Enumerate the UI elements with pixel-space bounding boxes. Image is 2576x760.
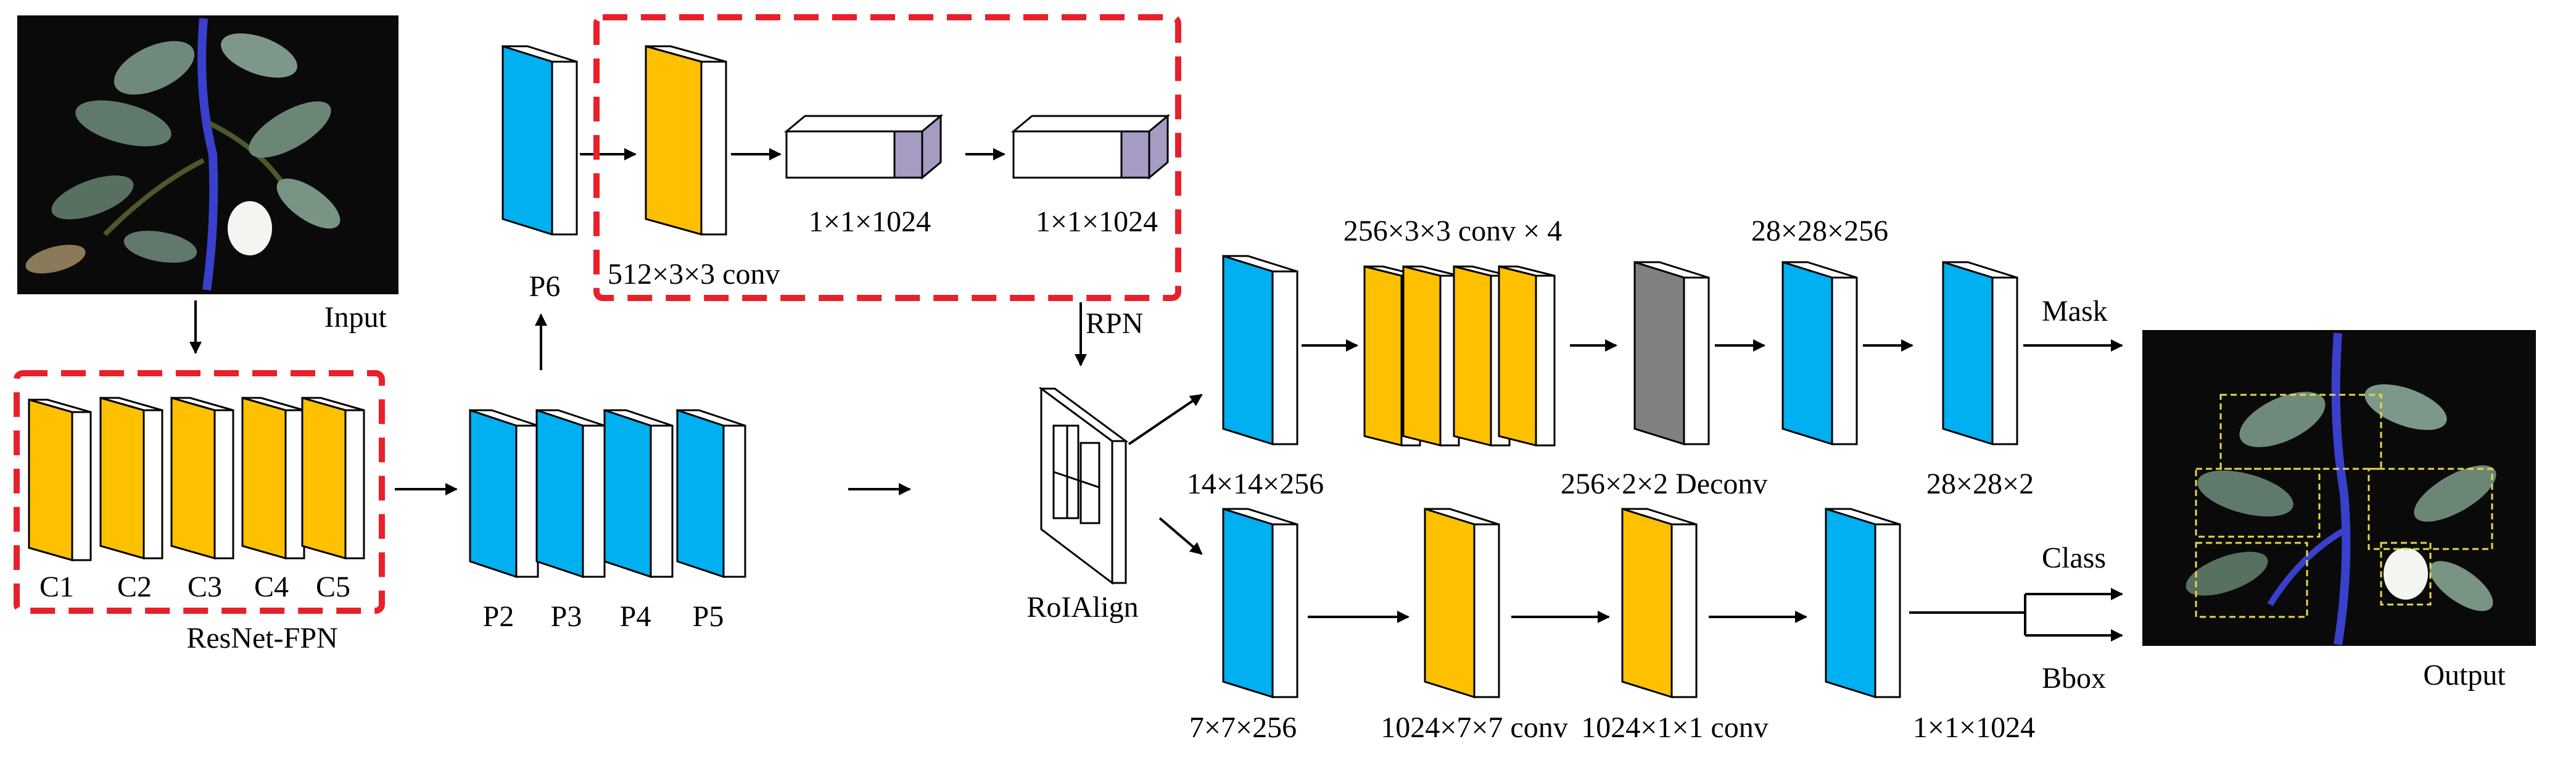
- input-image: [17, 15, 398, 294]
- plant-photo: [25, 18, 341, 291]
- roialign-to-box-arrow: [1158, 517, 1203, 555]
- p4-label: P4: [620, 600, 651, 633]
- rpn-vector-2-label: 1×1×1024: [1036, 205, 1158, 238]
- mask-label: Mask: [2042, 295, 2108, 328]
- rpn-box: [593, 14, 1181, 301]
- p3-label: P3: [551, 600, 582, 633]
- c5-label: C5: [316, 571, 350, 603]
- mask-output-label: 28×28×2: [1926, 468, 2034, 500]
- bbox-label: Bbox: [2042, 662, 2106, 695]
- box-input-feature-map: [1222, 507, 1298, 699]
- rpn-conv-label: 512×3×3 conv: [608, 258, 780, 291]
- c1-feature-map: [28, 399, 92, 561]
- mask-conv-4: [1498, 265, 1556, 447]
- c1-label: C1: [39, 571, 74, 603]
- roialign-to-mask-arrow: [1128, 394, 1203, 445]
- mask-conv-2: [1402, 265, 1460, 447]
- box-input-label: 7×7×256: [1189, 711, 1297, 744]
- rpn-vector-2: [1010, 114, 1171, 180]
- rpn-label: RPN: [1086, 307, 1143, 340]
- box-vector-feature-map: [1825, 507, 1901, 699]
- c3-label: C3: [188, 571, 222, 603]
- c2-label: C2: [117, 571, 152, 603]
- deconv-feature-map: [1633, 260, 1710, 446]
- p6-feature-map: [502, 44, 578, 236]
- segmented-plant-photo: [2186, 332, 2496, 646]
- mask-output-feature-map: [1942, 260, 2018, 446]
- roialign-icon: [1038, 387, 1129, 585]
- roialign-label: RoIAlign: [1026, 591, 1138, 624]
- p5-label: P5: [693, 600, 724, 633]
- rpn-conv-feature-map: [645, 45, 727, 236]
- p4-feature-map: [603, 408, 674, 579]
- fc-conv1-label: 1024×7×7 conv: [1381, 711, 1567, 744]
- resnet-fpn-label: ResNet-FPN: [186, 622, 337, 655]
- mask-input-label: 14×14×256: [1187, 468, 1324, 500]
- fc-conv2-feature-map: [1621, 507, 1698, 699]
- rpn-vector-1-label: 1×1×1024: [809, 205, 931, 238]
- c3-feature-map: [170, 397, 234, 560]
- mask-conv-stack: [1363, 265, 1556, 447]
- fc-conv2-label: 1024×1×1 conv: [1581, 711, 1768, 744]
- rpn-vector-1: [783, 114, 944, 180]
- mask-feature-map: [1781, 260, 1858, 446]
- mask-conv-label: 256×3×3 conv × 4: [1344, 215, 1563, 247]
- c4-feature-map: [241, 397, 305, 560]
- deconv-label: 256×2×2 Deconv: [1561, 468, 1767, 500]
- p2-label: P2: [483, 600, 514, 633]
- p6-label: P6: [529, 270, 561, 303]
- fc-conv1-feature-map: [1424, 507, 1500, 699]
- mask-feature-label: 28×28×256: [1751, 215, 1888, 247]
- class-bbox-split-arrow: [1909, 588, 2123, 642]
- c2-feature-map: [99, 397, 163, 560]
- p3-feature-map: [535, 408, 606, 579]
- c4-label: C4: [254, 571, 289, 603]
- box-vector-label: 1×1×1024: [1913, 711, 2035, 744]
- resnet-fpn-box: [14, 370, 385, 614]
- output-image: [2142, 330, 2536, 646]
- c5-feature-map: [301, 397, 365, 560]
- mask-input-feature-map: [1222, 254, 1298, 446]
- class-label: Class: [2042, 542, 2106, 574]
- p5-feature-map: [676, 408, 746, 579]
- output-label: Output: [2423, 659, 2506, 692]
- input-label: Input: [324, 301, 387, 334]
- p2-feature-map: [469, 408, 539, 579]
